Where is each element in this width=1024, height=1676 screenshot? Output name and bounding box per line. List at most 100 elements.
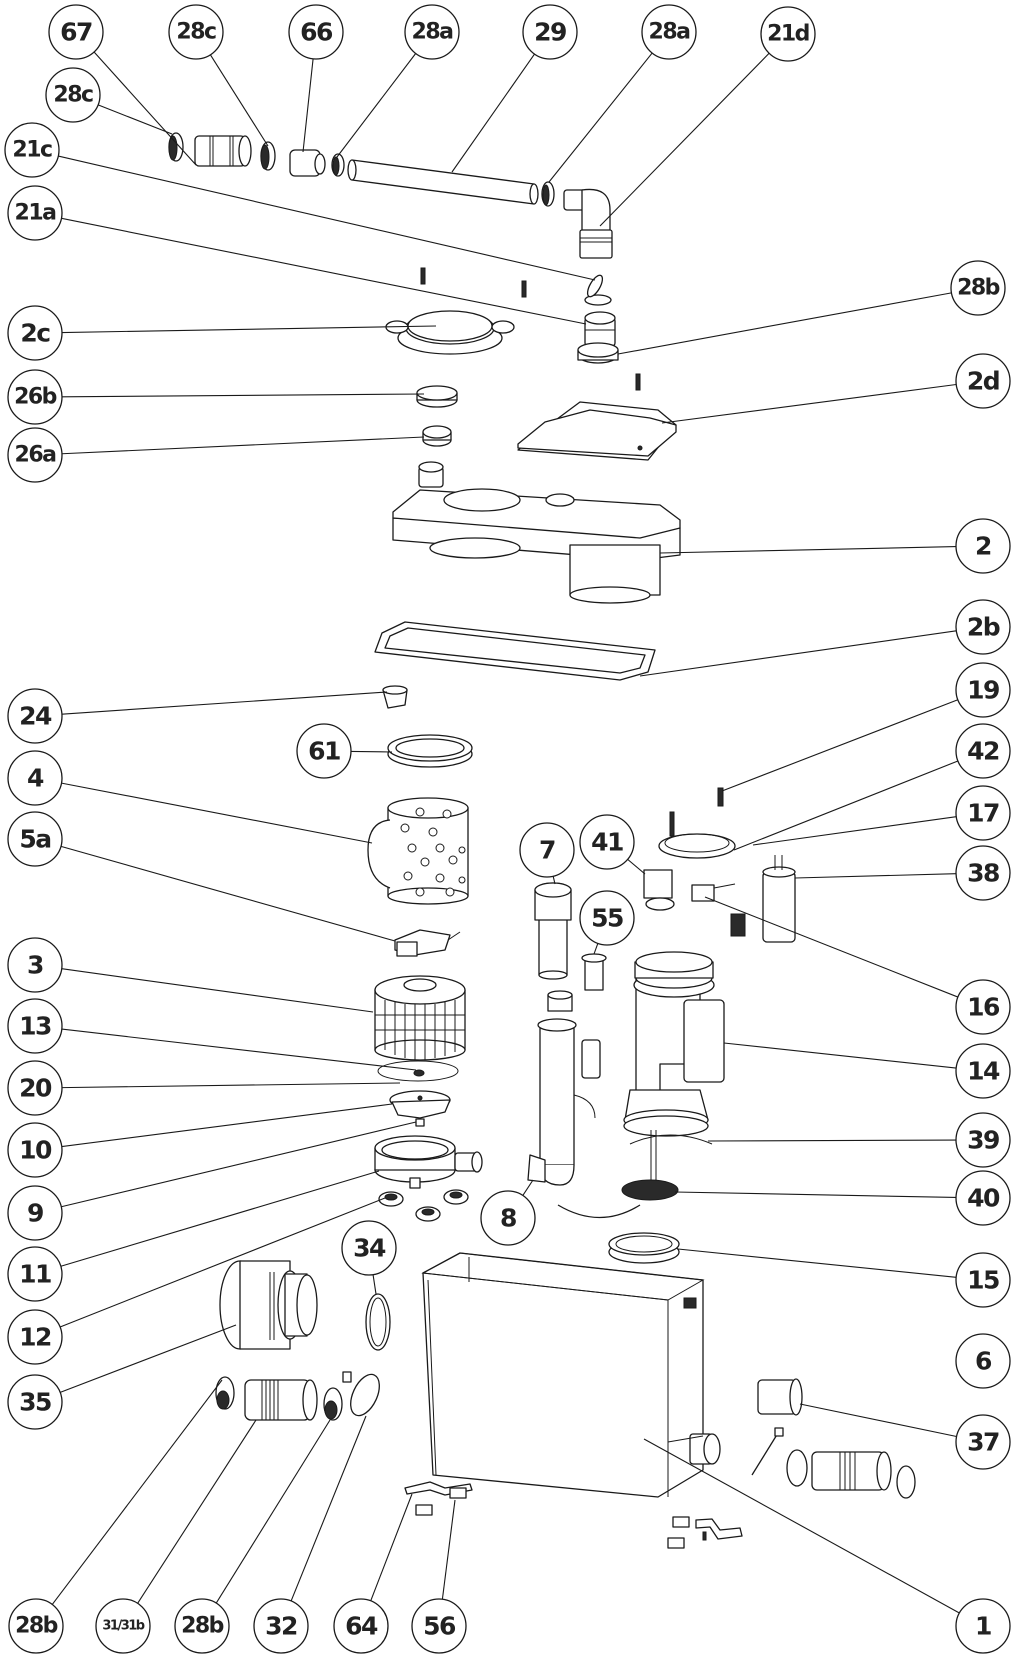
leader-line-c19 [721, 699, 959, 792]
callout-label: 20 [19, 1074, 52, 1103]
leader-line-c5a [60, 845, 396, 942]
callout-label: 67 [60, 18, 92, 47]
callout-label: 37 [967, 1428, 999, 1457]
part-28a-clamp [331, 153, 345, 177]
callout-c24: 24 [7, 688, 63, 744]
callout-label: 10 [19, 1136, 52, 1165]
callout-circle [8, 1598, 64, 1654]
part-28b-clamp-right [323, 1387, 343, 1421]
leader-line-c12 [59, 1197, 386, 1328]
leader-line-c9 [61, 1121, 417, 1208]
callout-label: 9 [27, 1199, 43, 1228]
callout-c38: 38 [955, 845, 1011, 901]
callout-circle [45, 67, 101, 123]
callout-label: 6 [975, 1347, 992, 1376]
callout-circle [955, 1252, 1011, 1308]
callout-label: 19 [967, 676, 999, 705]
callout-label: 8 [500, 1204, 516, 1233]
callout-label: 2 [975, 532, 991, 561]
callout-circle [955, 1043, 1011, 1099]
leader-line-c66 [302, 58, 314, 153]
part-38-capacitor [762, 855, 796, 943]
parts-drawing [168, 132, 916, 1549]
leader-line-c21d [599, 52, 770, 227]
callout-c2d: 2d [955, 353, 1011, 409]
callout-label: 21a [15, 201, 57, 226]
part-26b-plug [416, 385, 458, 408]
callout-c21c: 21c [4, 122, 60, 178]
callout-c2: 2 [955, 518, 1011, 574]
callout-circle [519, 822, 575, 878]
callout-circle [955, 785, 1011, 841]
callout-circle [955, 1170, 1011, 1226]
callout-circle [7, 1246, 63, 1302]
part-41-float-switch [643, 869, 675, 911]
callout-c17: 17 [955, 785, 1011, 841]
leader-line-c32 [290, 1415, 367, 1602]
leader-line-c39 [707, 1139, 957, 1142]
callout-circle [579, 814, 635, 870]
part-28c-clamp-left [168, 132, 184, 162]
callout-c41: 41 [579, 814, 635, 870]
part-5a-cutter [394, 929, 461, 957]
leader-line-c41 [627, 858, 646, 875]
callout-label: 3 [27, 951, 43, 980]
callout-c34: 34 [341, 1220, 397, 1276]
callout-c67: 67 [48, 4, 104, 60]
callout-circle [333, 1598, 389, 1654]
callout-label: 2b [967, 613, 1000, 642]
leader-line-c28a_1 [336, 53, 417, 158]
callout-circle [641, 4, 697, 60]
callout-label: 55 [591, 904, 623, 933]
leader-line-c26b [61, 393, 425, 398]
callout-circle [174, 1598, 230, 1654]
callout-circle [760, 6, 816, 62]
callout-c39: 39 [955, 1112, 1011, 1168]
part-28a-clamp-2 [541, 181, 555, 207]
part-55-valve [581, 953, 607, 991]
callout-circle [955, 1598, 1011, 1654]
part-32-flap [342, 1371, 380, 1417]
part-2b-gasket [374, 621, 656, 681]
part-26a-plug [422, 425, 452, 447]
leader-line-c21c [58, 155, 596, 281]
callout-circle [955, 1333, 1011, 1389]
callout-label: 15 [967, 1266, 999, 1295]
leader-line-c26a [61, 436, 425, 455]
callout-circle [955, 1112, 1011, 1168]
leader-line-c20 [61, 1082, 401, 1089]
callout-c13: 13 [7, 998, 63, 1054]
leader-line-c17 [752, 816, 957, 846]
callout-label: 28a [649, 20, 691, 45]
callout-label: 21c [12, 138, 52, 163]
leader-line-c21a [61, 217, 587, 325]
part-29-pipe [347, 159, 539, 205]
part-42-ring [658, 811, 736, 859]
part-28b-clamp-left [215, 1376, 235, 1410]
callout-circle [411, 1598, 467, 1654]
callout-circle [7, 937, 63, 993]
callout-circle [7, 427, 63, 483]
part-19-screw [717, 787, 724, 807]
callout-c28a_1: 28a [404, 4, 460, 60]
callout-c28b_b2: 28b [174, 1598, 230, 1654]
leader-line-c7 [552, 876, 556, 885]
part-66-adaptor [289, 149, 326, 177]
callout-c26a: 26a [7, 427, 63, 483]
callout-label: 61 [308, 737, 340, 766]
callout-c28a_2: 28a [641, 4, 697, 60]
callout-label: 40 [967, 1184, 1000, 1213]
callout-circle [7, 185, 63, 241]
callout-c37: 37 [955, 1414, 1011, 1470]
screws-top [420, 267, 641, 391]
callout-c21a: 21a [7, 185, 63, 241]
leader-line-c29 [451, 53, 535, 173]
callout-label: 28b [181, 1614, 224, 1639]
callout-c15: 15 [955, 1252, 1011, 1308]
part-40-grid [557, 1179, 679, 1219]
leader-line-c28a_2 [548, 52, 653, 183]
leader-line-c35 [60, 1324, 237, 1393]
leader-line-c61 [350, 750, 393, 753]
